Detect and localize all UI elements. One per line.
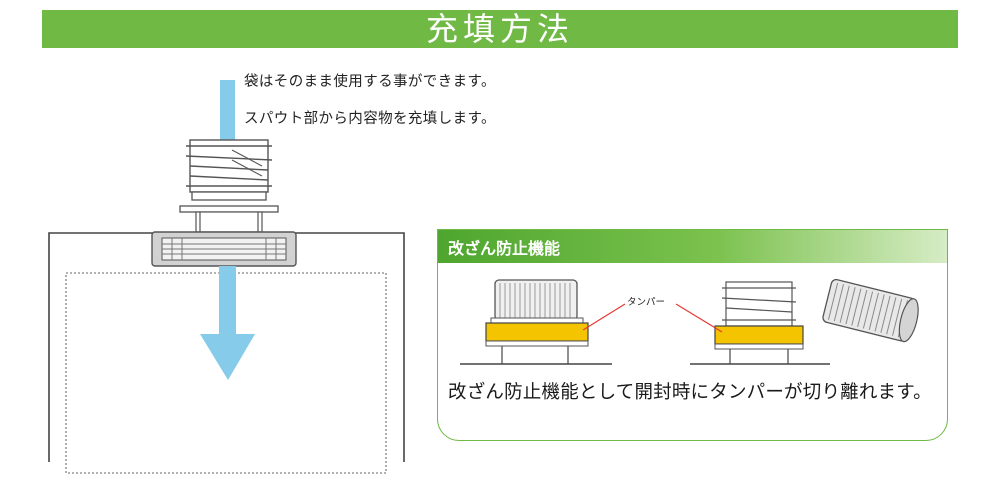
- caption-fill-from-spout: スパウト部から内容物を充填します。: [244, 111, 496, 127]
- callout-line-left: [582, 303, 626, 331]
- panel-header: 改ざん防止機能: [438, 230, 947, 263]
- removed-cap-illustration: [822, 278, 919, 343]
- sealed-cap-illustration: [460, 279, 612, 365]
- tamper-label: タンパー: [627, 297, 666, 308]
- caption-reuse: 袋はそのまま使用する事ができます。: [244, 74, 496, 90]
- flow-arrow-lower: [200, 266, 255, 380]
- page-title: 充填方法: [425, 10, 574, 48]
- opened-spout-illustration: [690, 281, 830, 365]
- callout-line-right: [675, 303, 723, 333]
- title-bar: 充填方法: [42, 10, 958, 48]
- tamper-band-left: [485, 322, 589, 342]
- panel-description: 改ざん防止機能として開封時にタンパーが切り離れます。: [448, 382, 932, 403]
- spout-illustration: [151, 139, 297, 267]
- tamper-band-right: [714, 325, 804, 345]
- panel-heading: 改ざん防止機能: [448, 238, 561, 258]
